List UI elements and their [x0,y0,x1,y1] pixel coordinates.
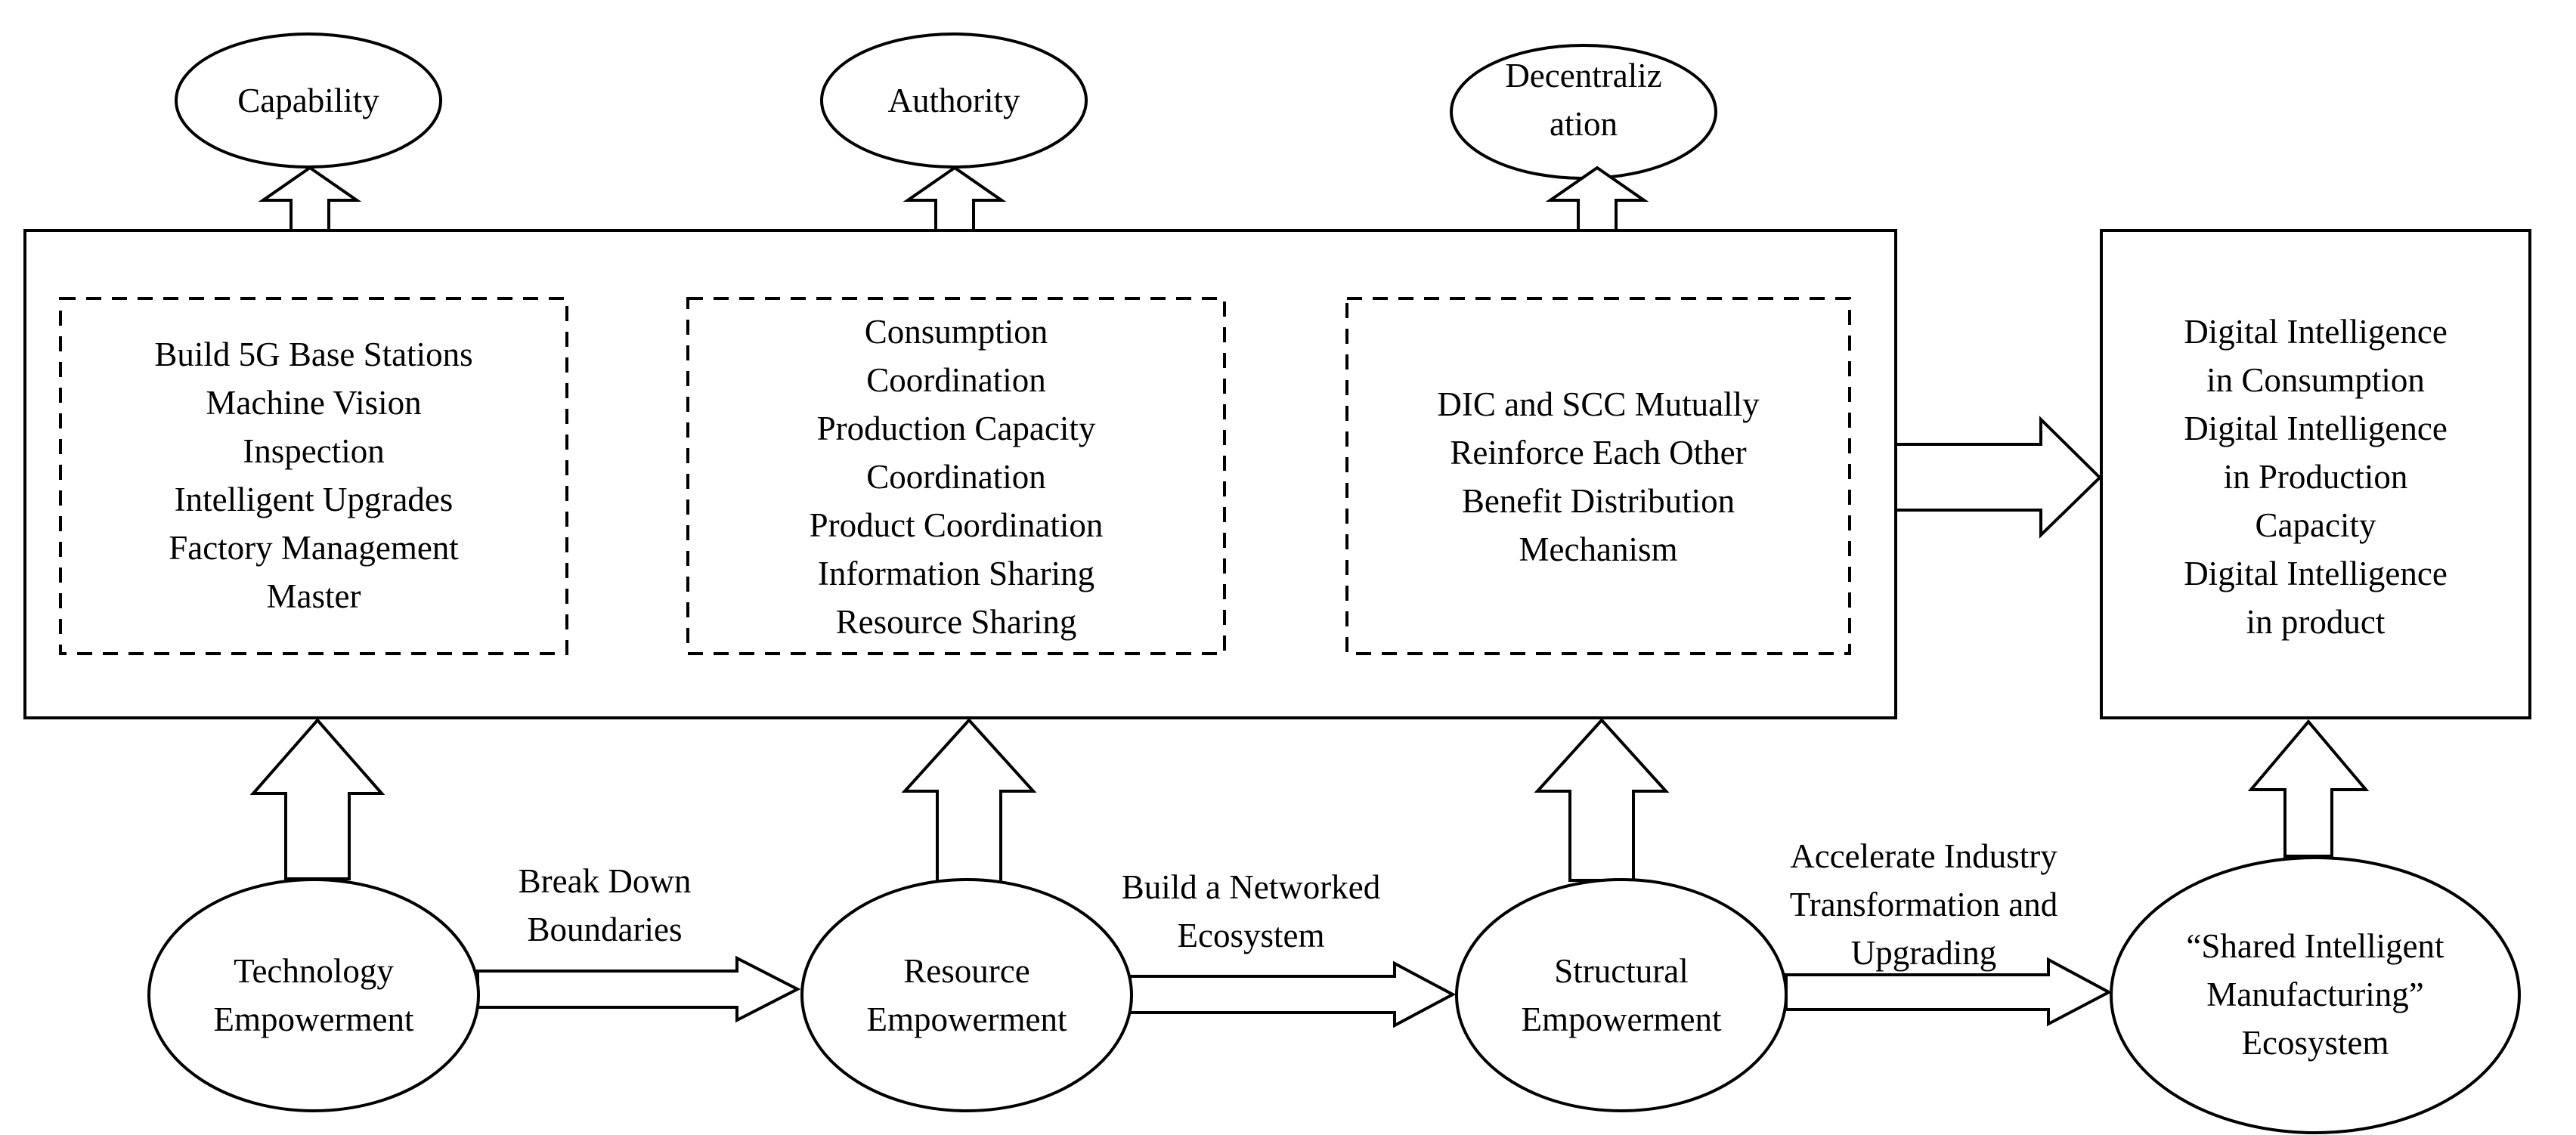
up-arrow-decentralization [1545,165,1649,232]
up-arrow-authority [903,165,1007,232]
ecosystem-label: “Shared Intelligent Manufacturing” Ecosy… [2186,927,2444,1062]
break-down-label: Break Down Boundaries [518,862,692,948]
technology-actions-text: Build 5G Base Stations Machine Vision In… [154,336,473,615]
accelerate-label: Accelerate Industry Transformation and U… [1789,837,2058,972]
decentralization-label: Decentraliz ation [1505,57,1662,143]
up-arrow-ecosystem [2247,719,2370,858]
resource-empowerment-oval [800,878,1133,1112]
structural-actions-box [1345,297,1851,655]
ecosystem-oval [2110,856,2521,1134]
right-arrow-networked [1129,960,1457,1028]
right-arrow-accelerate [1785,957,2113,1027]
resource-empowerment-label: Resource Empowerment [866,952,1067,1038]
up-arrow-structural [1534,718,1670,882]
technology-empowerment-label: Technology Empowerment [213,952,414,1038]
right-arrow-break-down [476,955,801,1023]
main-box [23,229,1897,719]
up-arrow-capability [258,165,362,232]
up-arrow-technology [249,717,385,880]
structural-empowerment-label: Structural Empowerment [1521,952,1722,1038]
technology-actions-box [59,297,568,655]
result-box [2100,229,2531,719]
authority-label: Authority [887,82,1020,119]
up-arrow-resource [901,718,1037,887]
structural-empowerment-oval [1455,878,1788,1112]
capability-label: Capability [237,82,379,119]
technology-empowerment-oval [147,878,480,1112]
resource-actions-text: Consumption Coordination Production Capa… [809,313,1104,641]
result-box-text: Digital Intelligence in Consumption Digi… [2184,313,2448,641]
structural-actions-text: DIC and SCC Mutually Reinforce Each Othe… [1437,385,1760,568]
right-arrow-to-result [1894,416,2102,539]
networked-label: Build a Networked Ecosystem [1121,868,1381,954]
resource-actions-box [686,297,1226,655]
